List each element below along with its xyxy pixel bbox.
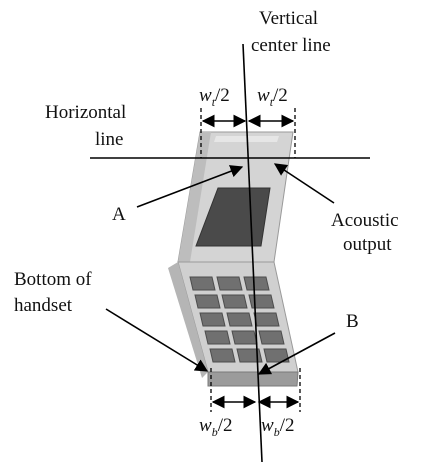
handset-top-part [177,131,294,263]
bottom-of-handset-label-1: Bottom of [14,269,92,290]
point-b-label: B [346,311,359,332]
keypad-key [189,276,216,291]
keypad-key [258,330,285,345]
vertical-line-label-1: Vertical [259,8,318,29]
keypad-key [221,294,248,309]
horizontal-line-label-1: Horizontal [45,102,126,123]
keypad-key [204,330,231,345]
arrow-acoustic-output [273,163,335,204]
keypad-key [248,294,275,309]
top-width-markers [200,108,296,158]
bottom-left-width-label: wb/2 [199,415,232,439]
keypad-key [253,312,280,327]
top-left-width-label: wt/2 [199,85,230,109]
bottom-of-handset-label-2: handset [14,295,73,316]
keypad-key [209,348,236,363]
bottom-right-width-label: wb/2 [261,415,294,439]
bottom-width-markers [210,368,301,412]
keypad-key [231,330,258,345]
arrow-to-point-b [257,332,336,375]
arrow-bottom-of-handset [105,308,209,372]
arrow-to-point-a [136,165,244,208]
keypad-key [263,348,290,363]
keypad-key [216,276,243,291]
acoustic-output-label-1: Acoustic [331,210,399,231]
top-right-width-label: wt/2 [257,85,288,109]
vertical-line-label-2: center line [251,35,331,56]
keypad-key [243,276,270,291]
point-a-label: A [112,204,126,225]
keypad-key [194,294,221,309]
keypad-key [199,312,226,327]
horizontal-line-label-2: line [95,129,124,150]
keypad-key [236,348,263,363]
vertical-center-line [242,43,263,463]
acoustic-output-label-2: output [343,234,392,255]
keypad-key [226,312,253,327]
